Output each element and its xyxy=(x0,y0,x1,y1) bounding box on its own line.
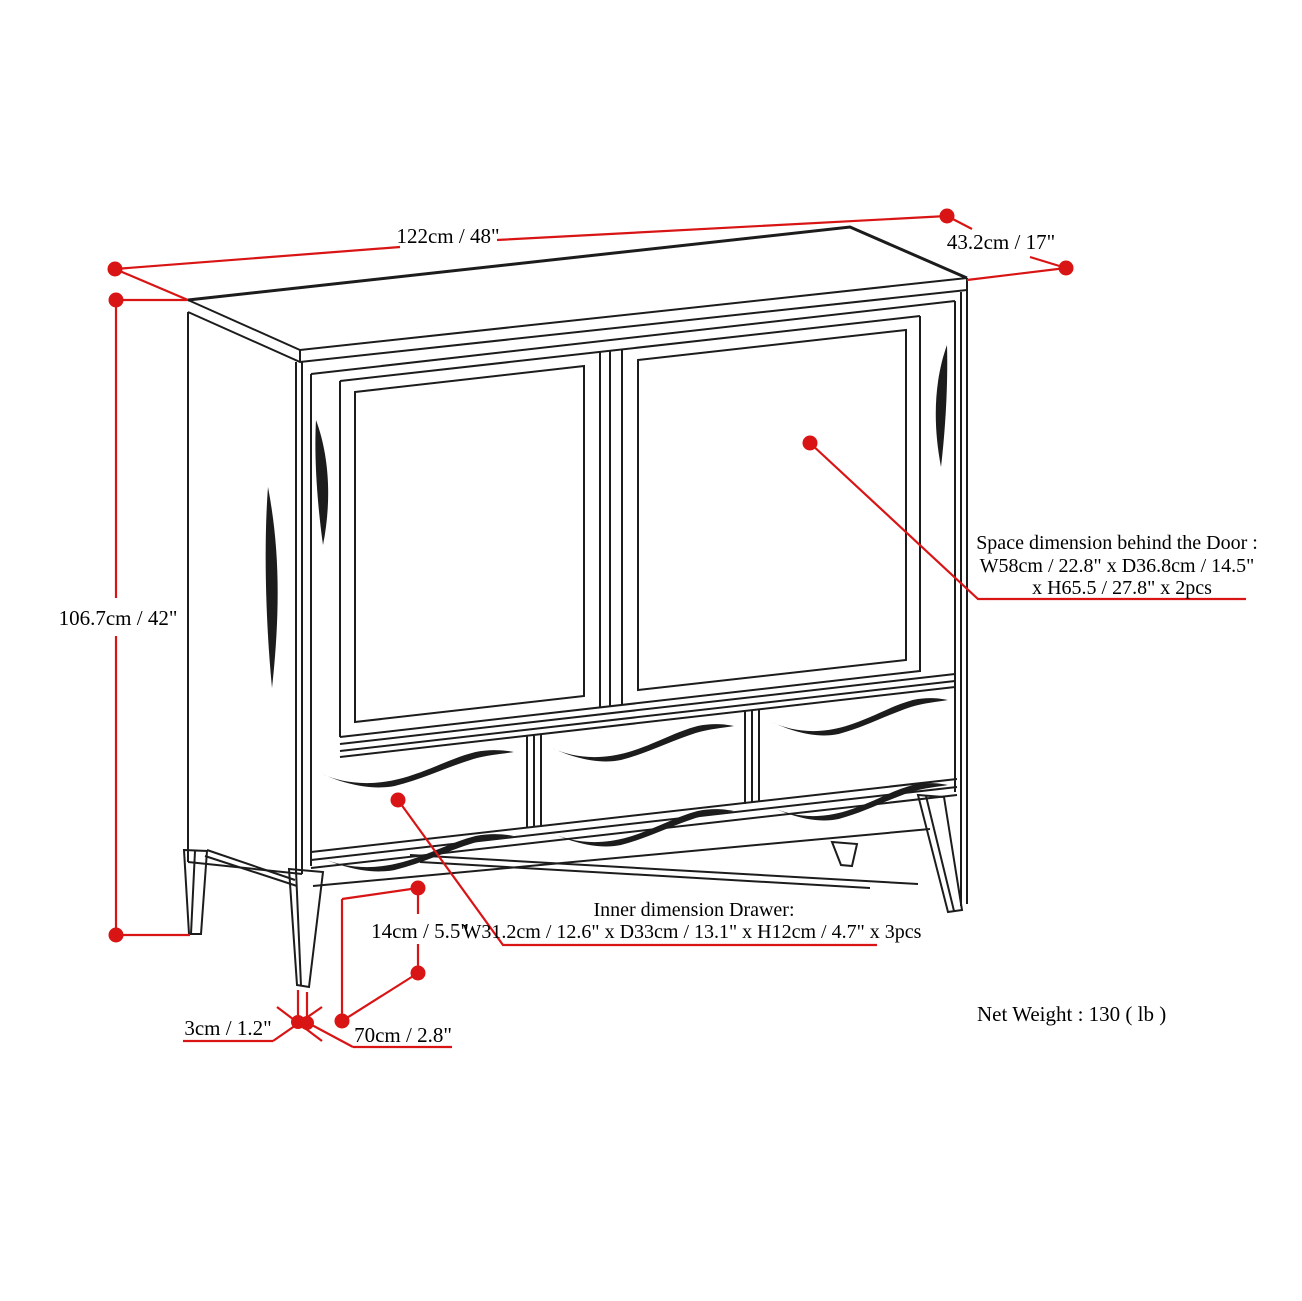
depth-extension xyxy=(966,266,1067,282)
cabinet-top-front-edge xyxy=(187,277,968,352)
front-right-corner-edges xyxy=(954,290,968,906)
dimension-dot xyxy=(1058,260,1074,276)
depth-dimension-label: 43.2cm / 17" xyxy=(947,230,1055,254)
left-door-pull-crescent xyxy=(315,420,329,545)
dimension-dot xyxy=(300,1016,314,1030)
door-top-edge xyxy=(339,315,921,382)
front-apron-bottom xyxy=(312,828,931,887)
base-rail xyxy=(310,778,958,869)
dimension-dot xyxy=(108,292,124,308)
dimension-annotations xyxy=(107,208,1246,1049)
height-dimension-label: 106.7cm / 42" xyxy=(59,606,178,630)
door-note-leader xyxy=(809,442,1246,601)
drawer-scoop xyxy=(772,698,948,736)
rear-left-leg xyxy=(182,848,209,935)
door-note-line2: W58cm / 22.8" x D36.8cm / 14.5" xyxy=(980,555,1255,577)
front-frame-top xyxy=(310,300,956,375)
drawer-note-line1: Inner dimension Drawer: xyxy=(593,899,794,921)
width-dimension-line xyxy=(114,214,948,271)
dimension-dot xyxy=(410,880,426,896)
drawer-scoop xyxy=(772,783,948,821)
dimension-dot xyxy=(107,261,123,277)
leg-height-label: 14cm / 5.5" xyxy=(371,919,469,943)
drawer-note-leader xyxy=(397,799,877,947)
door-note-line3: x H65.5 / 27.8" x 2pcs xyxy=(1032,577,1212,599)
drawer-stile-right xyxy=(744,710,760,804)
cabinet-top-slab-lower-edge xyxy=(187,289,968,364)
foot-size-label: 3cm / 1.2" xyxy=(184,1016,271,1040)
drawer-note-line2: W31.2cm / 12.6" x D33cm / 13.1" x H12cm … xyxy=(463,921,922,943)
cabinet-line-art xyxy=(182,225,968,989)
width-extension-left xyxy=(114,267,189,302)
width-dimension-label: 122cm / 48" xyxy=(396,224,499,248)
center-stile xyxy=(599,350,623,708)
door-note-line1: Space dimension behind the Door : xyxy=(976,532,1258,554)
inset-label-leader xyxy=(309,1023,452,1049)
right-door-pull-crescent xyxy=(935,345,948,467)
cabinet-top-slab-corner xyxy=(299,278,968,362)
leg-height-extension-top xyxy=(341,886,419,901)
door-bottom-edge xyxy=(339,670,921,738)
dimension-dot xyxy=(802,435,818,451)
front-left-corner-edges xyxy=(295,362,312,874)
labels: 122cm / 48" 43.2cm / 17" 106.7cm / 42" 1… xyxy=(59,224,1258,1047)
drawer-stile-left xyxy=(526,734,542,828)
under-door-rail xyxy=(339,673,956,758)
net-weight-label: Net Weight : 130 ( lb ) xyxy=(977,1002,1166,1026)
left-apron xyxy=(204,849,298,887)
back-apron-seen-through xyxy=(409,854,919,889)
dimension-dot xyxy=(334,1013,350,1029)
dimension-dot xyxy=(108,927,124,943)
leg-height-extension-bottom xyxy=(341,972,419,1022)
door-outer-edges xyxy=(339,316,921,737)
left-door-panel xyxy=(354,364,585,724)
right-door-panel xyxy=(637,328,907,692)
cabinet-top-back-edge xyxy=(187,225,968,302)
front-right-leg xyxy=(916,793,964,914)
leg-inset-label: 70cm / 2.8" xyxy=(354,1023,452,1047)
front-left-leg xyxy=(287,867,325,989)
side-pull-crescent xyxy=(265,487,278,688)
dimension-dot xyxy=(390,792,406,808)
dimension-dot xyxy=(410,965,426,981)
rear-right-leg xyxy=(830,840,859,868)
